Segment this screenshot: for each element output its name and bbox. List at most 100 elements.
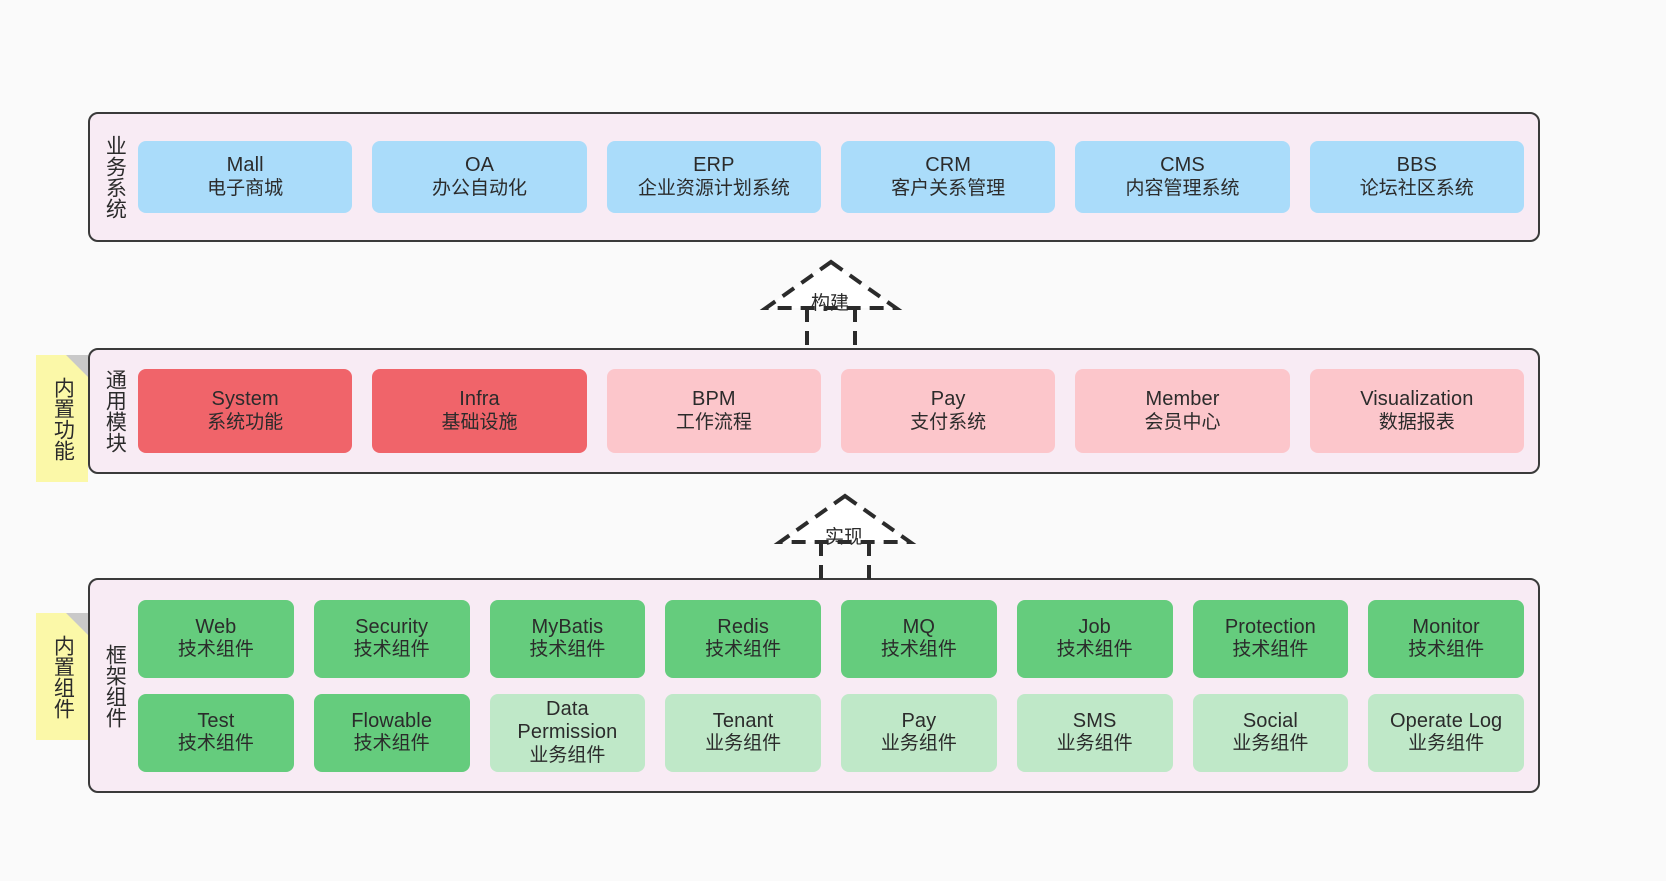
card-subtitle: 客户关系管理 <box>891 177 1006 199</box>
card-title: MQ <box>902 615 936 638</box>
card-subtitle: 技术组件 <box>705 639 782 661</box>
card-title: SMS <box>1072 709 1117 732</box>
card-subtitle: 技术组件 <box>353 639 430 661</box>
card-subtitle: 论坛社区系统 <box>1359 177 1474 199</box>
card-subtitle: 技术组件 <box>177 733 254 755</box>
card-subtitle: 企业资源计划系统 <box>637 177 790 199</box>
card-title: CMS <box>1160 154 1205 176</box>
card-member[interactable]: Member 会员中心 <box>1075 369 1290 453</box>
card-subtitle: 技术组件 <box>353 733 430 755</box>
connector-build-label: 构建 <box>811 293 850 314</box>
card-title: BPM <box>692 388 736 410</box>
card-sms[interactable]: SMS 业务组件 <box>1016 693 1173 772</box>
card-subtitle: 技术组件 <box>177 639 254 661</box>
card-title: BBS <box>1396 154 1437 176</box>
card-title: System <box>211 388 279 410</box>
card-subtitle: 业务组件 <box>1408 733 1485 755</box>
layer-common-modules: 通用模块 System 系统功能 Infra 基础设施 BPM 工作流程 Pay… <box>88 348 1540 474</box>
connector-implement-label: 实现 <box>825 527 864 548</box>
card-title: Redis <box>717 615 769 638</box>
card-title: OA <box>464 154 495 176</box>
note-builtin-function: 内置功能 <box>36 355 88 482</box>
card-subtitle: 数据报表 <box>1378 411 1455 433</box>
card-title: Visualization <box>1360 388 1474 410</box>
card-web[interactable]: Web 技术组件 <box>138 599 294 678</box>
layer-body-modules: System 系统功能 Infra 基础设施 BPM 工作流程 Pay 支付系统… <box>138 350 1538 472</box>
card-subtitle: 业务组件 <box>1232 733 1309 755</box>
card-mq[interactable]: MQ 技术组件 <box>841 599 997 678</box>
card-subtitle: 基础设施 <box>441 411 518 433</box>
card-job[interactable]: Job 技术组件 <box>1016 599 1173 678</box>
card-title: Flowable <box>351 709 433 732</box>
card-title: Social <box>1242 709 1298 732</box>
card-title: Security <box>355 615 429 638</box>
layer-business-system: 业务系统 Mall 电子商城 OA 办公自动化 ERP 企业资源计划系统 CRM… <box>88 112 1540 242</box>
note-label: 内置组件 <box>51 634 75 719</box>
card-redis[interactable]: Redis 技术组件 <box>665 599 821 678</box>
card-title: Pay <box>930 388 966 410</box>
note-fold-corner-icon <box>66 355 88 377</box>
card-subtitle: 业务组件 <box>880 733 957 755</box>
card-title: Mall <box>226 154 264 176</box>
card-erp[interactable]: ERP 企业资源计划系统 <box>606 141 821 213</box>
card-flowable[interactable]: Flowable 技术组件 <box>313 693 470 772</box>
card-oa[interactable]: OA 办公自动化 <box>372 141 587 213</box>
card-monitor[interactable]: Monitor 技术组件 <box>1368 599 1524 678</box>
card-subtitle: 技术组件 <box>1408 639 1485 661</box>
build-arrow-icon <box>759 259 903 348</box>
card-subtitle: 业务组件 <box>1056 733 1133 755</box>
card-subtitle: 技术组件 <box>1232 639 1309 661</box>
card-operate-log[interactable]: Operate Log 业务组件 <box>1368 693 1524 772</box>
card-title: Test <box>197 709 235 732</box>
card-subtitle: 技术组件 <box>1056 639 1133 661</box>
card-mall[interactable]: Mall 电子商城 <box>138 141 353 213</box>
card-mybatis[interactable]: MyBatis 技术组件 <box>489 599 646 678</box>
note-label: 内置功能 <box>51 376 75 461</box>
framework-biz-row: Test 技术组件 Flowable 技术组件 Data Permission … <box>138 693 1524 772</box>
card-cms[interactable]: CMS 内容管理系统 <box>1075 141 1290 213</box>
card-tenant[interactable]: Tenant 业务组件 <box>665 693 821 772</box>
card-subtitle: 内容管理系统 <box>1125 177 1240 199</box>
card-subtitle: 技术组件 <box>880 639 957 661</box>
layer-title-modules: 通用模块 <box>103 369 127 453</box>
card-test[interactable]: Test 技术组件 <box>138 693 294 772</box>
card-subtitle: 办公自动化 <box>431 177 527 199</box>
card-subtitle: 电子商城 <box>207 177 284 199</box>
layer-body-business: Mall 电子商城 OA 办公自动化 ERP 企业资源计划系统 CRM 客户关系… <box>138 114 1538 240</box>
card-social[interactable]: Social 业务组件 <box>1192 693 1349 772</box>
card-bpm[interactable]: BPM 工作流程 <box>606 369 821 453</box>
card-data-permission[interactable]: Data Permission 业务组件 <box>489 693 646 772</box>
card-title: Monitor <box>1412 615 1480 638</box>
card-protection[interactable]: Protection 技术组件 <box>1192 599 1349 678</box>
card-title: Job <box>1078 615 1111 638</box>
layer-title-framework: 框架组件 <box>103 643 127 728</box>
card-subtitle: 系统功能 <box>207 411 284 433</box>
modules-card-row: System 系统功能 Infra 基础设施 BPM 工作流程 Pay 支付系统… <box>138 369 1524 453</box>
card-title: Web <box>195 615 237 638</box>
card-subtitle: 技术组件 <box>529 639 606 661</box>
implement-arrow-icon <box>773 493 917 580</box>
card-subtitle: 支付系统 <box>910 411 987 433</box>
card-subtitle: 业务组件 <box>529 744 606 766</box>
connector-build: 构建 <box>756 258 906 348</box>
card-visualization[interactable]: Visualization 数据报表 <box>1309 369 1524 453</box>
card-infra[interactable]: Infra 基础设施 <box>372 369 587 453</box>
framework-tech-row: Web 技术组件 Security 技术组件 MyBatis 技术组件 Redi… <box>138 599 1524 678</box>
layer-framework-components: 框架组件 Web 技术组件 Security 技术组件 MyBatis 技术组件… <box>88 578 1540 793</box>
card-security[interactable]: Security 技术组件 <box>313 599 470 678</box>
card-bbs[interactable]: BBS 论坛社区系统 <box>1309 141 1524 213</box>
layer-body-framework: Web 技术组件 Security 技术组件 MyBatis 技术组件 Redi… <box>138 580 1538 791</box>
note-fold-corner-icon <box>66 613 88 635</box>
card-title: Data Permission <box>517 697 618 744</box>
layer-title-business: 业务系统 <box>103 135 127 219</box>
card-pay-component[interactable]: Pay 业务组件 <box>841 693 997 772</box>
card-system[interactable]: System 系统功能 <box>138 369 353 453</box>
card-subtitle: 业务组件 <box>705 733 782 755</box>
business-card-row: Mall 电子商城 OA 办公自动化 ERP 企业资源计划系统 CRM 客户关系… <box>138 141 1524 213</box>
connector-implement: 实现 <box>770 492 920 580</box>
card-title: ERP <box>693 154 735 176</box>
card-title: Protection <box>1224 615 1316 638</box>
card-crm[interactable]: CRM 客户关系管理 <box>840 141 1056 213</box>
card-title: Member <box>1145 388 1220 410</box>
card-pay-module[interactable]: Pay 支付系统 <box>840 369 1056 453</box>
